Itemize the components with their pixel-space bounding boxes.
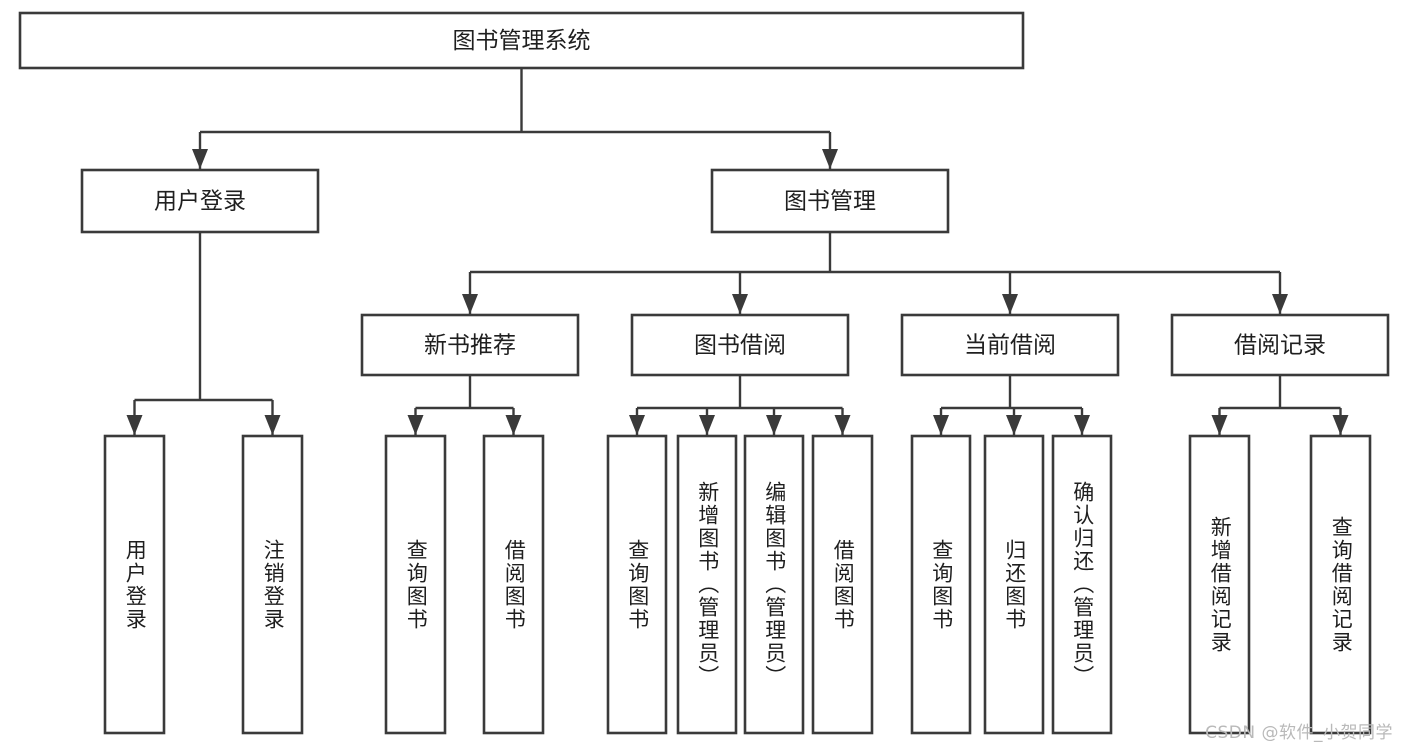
node-box-book-manage[interactable] — [710, 168, 950, 234]
arrow-head-icon — [1272, 294, 1288, 314]
arrow-head-icon — [462, 294, 478, 314]
node-box-leaf-query-book-cur[interactable] — [910, 434, 972, 735]
arrow-head-icon — [933, 415, 949, 435]
arrow-head-icon — [1332, 415, 1349, 435]
arrow-head-icon — [699, 415, 715, 435]
arrow-head-icon — [1211, 415, 1228, 435]
node-label-current-borrow: 当前借阅 — [964, 333, 1056, 359]
node-box-leaf-add-record[interactable] — [1188, 434, 1251, 735]
node-box-leaf-query-book-rec[interactable] — [384, 434, 447, 735]
node-box-book-borrow[interactable] — [630, 313, 850, 377]
node-box-root[interactable] — [18, 11, 1025, 70]
arrow-head-icon — [407, 415, 424, 435]
node-box-user-login[interactable] — [80, 168, 320, 234]
node-label-borrow-record: 借阅记录 — [1234, 333, 1326, 359]
node-box-leaf-user-logout[interactable] — [241, 434, 304, 735]
node-box-leaf-query-book-borrow[interactable] — [606, 434, 668, 735]
arrow-head-icon — [505, 415, 522, 435]
csdn-watermark: CSDN @软件_小贺同学 — [1205, 723, 1393, 743]
node-box-current-borrow[interactable] — [900, 313, 1120, 377]
arrow-head-icon — [822, 149, 838, 169]
boxes-layer — [18, 11, 1390, 735]
node-label-book-borrow: 图书借阅 — [694, 333, 786, 359]
node-box-leaf-edit-book[interactable] — [743, 434, 805, 735]
node-box-leaf-borrow-book-rec[interactable] — [482, 434, 545, 735]
arrow-head-icon — [1002, 294, 1018, 314]
node-box-leaf-add-book[interactable] — [676, 434, 738, 735]
node-label-user-login: 用户登录 — [154, 189, 246, 215]
arrow-head-icon — [192, 149, 208, 169]
node-label-root: 图书管理系统 — [453, 28, 591, 54]
node-label-new-book-rec: 新书推荐 — [424, 333, 516, 359]
node-box-leaf-query-record[interactable] — [1309, 434, 1372, 735]
arrow-head-icon — [1006, 415, 1022, 435]
arrow-head-icon — [126, 415, 143, 435]
arrow-head-icon — [766, 415, 782, 435]
arrow-head-icon — [629, 415, 645, 435]
node-box-leaf-return-book[interactable] — [983, 434, 1045, 735]
node-box-new-book-rec[interactable] — [360, 313, 580, 377]
arrow-head-icon — [264, 415, 281, 435]
arrow-head-icon — [834, 415, 851, 435]
arrow-head-icon — [732, 294, 748, 314]
node-box-leaf-confirm-return[interactable] — [1051, 434, 1113, 735]
arrow-head-icon — [1074, 415, 1090, 435]
node-label-book-manage: 图书管理 — [784, 189, 876, 215]
connectors-layer — [126, 68, 1349, 435]
node-box-leaf-borrow-book[interactable] — [811, 434, 874, 735]
node-box-leaf-user-login[interactable] — [103, 434, 166, 735]
node-box-borrow-record[interactable] — [1170, 313, 1390, 377]
